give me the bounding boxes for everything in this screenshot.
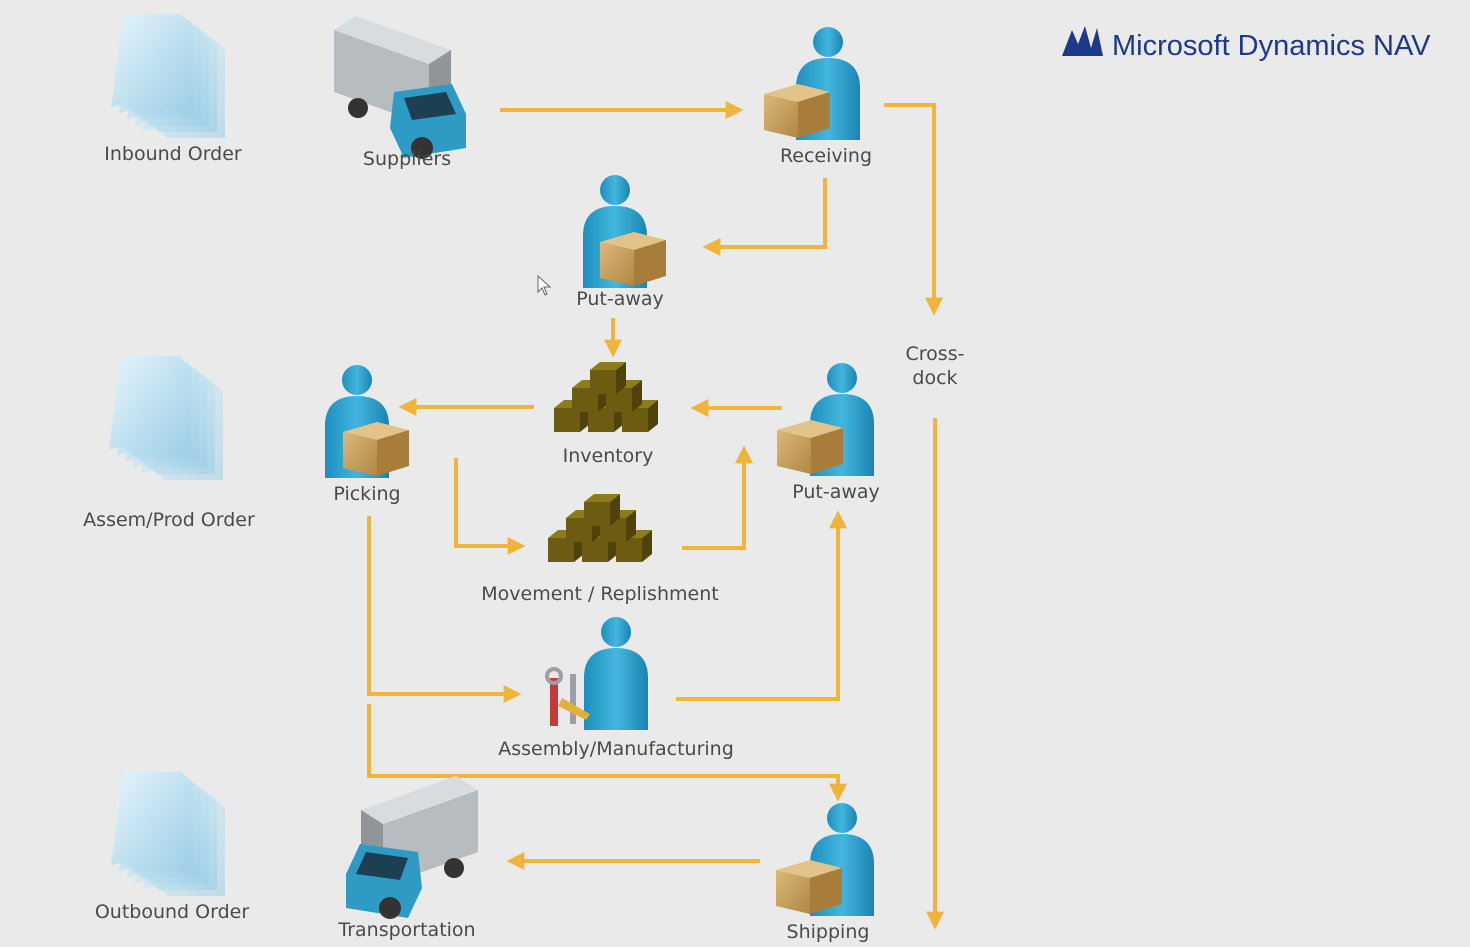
- arrow-assembly-to-putaway: [676, 510, 847, 701]
- tools-icon: [545, 667, 592, 728]
- box-icon: [776, 860, 842, 914]
- truck-icon: [334, 16, 466, 159]
- brand-name: Microsoft Dynamics NAV: [1112, 30, 1431, 62]
- put-away-right-node: Put-away: [777, 363, 880, 503]
- arrow-picking-to-shipping: [367, 704, 847, 802]
- arrow-picking-to-movement: [454, 458, 526, 555]
- picking-label: Picking: [333, 483, 400, 505]
- document-stack-icon: [111, 14, 225, 138]
- arrow-receiving-to-putaway: [702, 178, 827, 256]
- box-icon: [777, 420, 843, 474]
- truck-icon: [346, 776, 478, 919]
- transportation-node: Transportation: [337, 776, 478, 941]
- movement-label: Movement / Replishment: [481, 583, 718, 605]
- mouse-cursor-icon: [537, 274, 552, 296]
- inventory-node: Inventory: [554, 362, 658, 467]
- picking-node: Picking: [325, 365, 409, 505]
- inbound-order-node: Inbound Order: [104, 14, 242, 165]
- transportation-label: Transportation: [337, 919, 475, 941]
- assem-prod-order-label: Assem/Prod Order: [83, 509, 255, 531]
- box-icon: [764, 84, 830, 138]
- arrow-picking-to-assembly: [367, 516, 522, 703]
- receiving-label: Receiving: [780, 145, 872, 167]
- cross-dock-label-line2: dock: [912, 367, 957, 389]
- inventory-label: Inventory: [563, 445, 654, 467]
- inventory-cubes-icon: [548, 494, 652, 562]
- put-away-top-node: Put-away: [576, 175, 666, 310]
- inventory-cubes-icon: [554, 362, 658, 432]
- box-icon: [600, 232, 666, 286]
- shipping-label: Shipping: [787, 921, 870, 943]
- put-away-right-label: Put-away: [792, 481, 880, 503]
- document-stack-icon: [111, 772, 225, 896]
- suppliers-node: Suppliers: [334, 16, 466, 170]
- cross-dock-label-line1: Cross-: [906, 343, 965, 365]
- flow-arrows: [367, 101, 944, 930]
- cross-dock-node: Cross- dock: [906, 343, 965, 389]
- assembly-label: Assembly/Manufacturing: [498, 738, 734, 760]
- dynamics-logo-icon: [1062, 26, 1103, 56]
- brand-logo: Microsoft Dynamics NAV: [1062, 26, 1431, 62]
- outbound-order-node: Outbound Order: [95, 772, 249, 923]
- person-icon: [584, 617, 648, 730]
- receiving-node: Receiving: [764, 27, 872, 167]
- arrow-receiving-to-crossdock: [884, 103, 943, 316]
- inbound-order-label: Inbound Order: [104, 143, 242, 165]
- assem-prod-order-node: Assem/Prod Order: [83, 356, 255, 531]
- outbound-order-label: Outbound Order: [95, 901, 249, 923]
- box-icon: [343, 422, 409, 476]
- shipping-node: Shipping: [776, 803, 874, 943]
- arrow-movement-to-putaway: [682, 445, 753, 550]
- document-stack-icon: [109, 356, 223, 480]
- assembly-node: Assembly/Manufacturing: [498, 617, 734, 760]
- put-away-top-label: Put-away: [576, 288, 664, 310]
- movement-node: Movement / Replishment: [481, 494, 719, 605]
- suppliers-label: Suppliers: [363, 148, 451, 170]
